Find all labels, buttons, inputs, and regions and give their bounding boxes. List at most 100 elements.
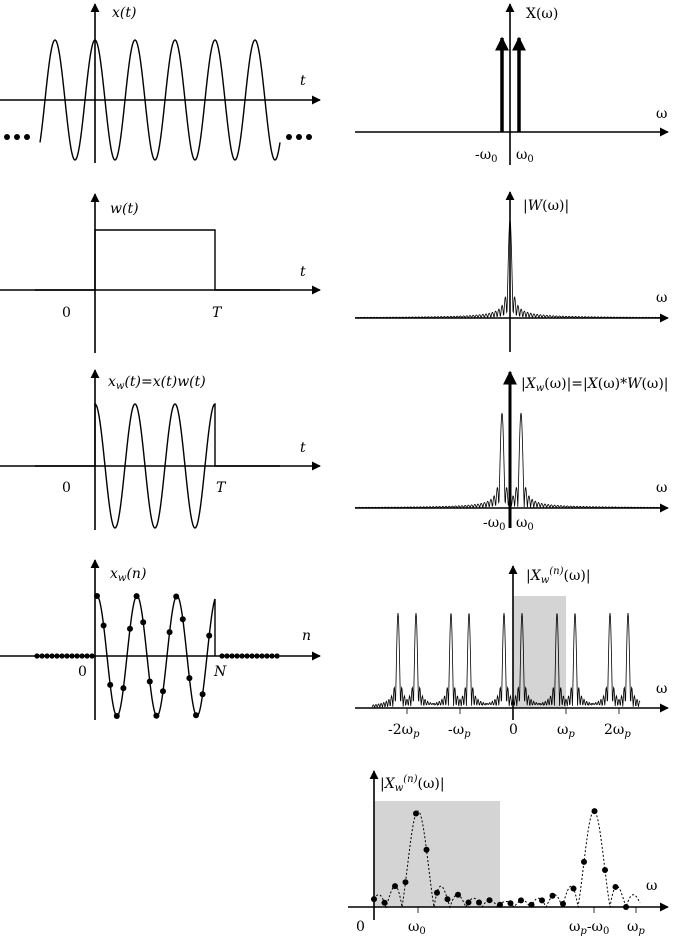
tick-2-omega-p: 2ωp	[604, 722, 631, 740]
sample-dot	[219, 653, 225, 659]
sample-dot	[206, 632, 213, 639]
sample-dot	[146, 678, 153, 685]
panel-xw-t: xw(t)=x(t)w(t) t 0 T	[0, 369, 321, 530]
sample-dot	[84, 653, 90, 659]
sample-dot	[254, 653, 260, 659]
sample-dot	[612, 883, 619, 890]
tick-zero: 0	[78, 664, 87, 680]
panel-w-t: w(t) t 0 T	[0, 193, 321, 353]
sample-dot	[581, 858, 587, 865]
sample-dot	[133, 593, 140, 600]
shifted-sinc-curve	[354, 412, 662, 510]
sample-dot	[74, 653, 80, 659]
sample-dot	[249, 653, 255, 659]
sample-dot	[623, 904, 629, 910]
windowed-cosine-curve	[35, 402, 280, 529]
panel-Xwn-omega-xlabel: ω	[656, 681, 667, 697]
panel-xw-t-ylabel: xw(t)=x(t)w(t)	[108, 374, 206, 392]
tick-marks	[417, 907, 637, 913]
panel-X-omega: X(ω) ω -ω0 ω0	[355, 3, 669, 165]
sample-dot	[34, 653, 40, 659]
tick-omega-p: ωp	[557, 722, 575, 740]
panel-X-omega-ylabel: X(ω)	[526, 6, 558, 22]
rectangular-window	[35, 229, 280, 291]
sample-dot	[549, 892, 556, 899]
spectrum-sample-dots	[371, 808, 629, 910]
sample-dot	[39, 653, 45, 659]
sample-dot	[49, 653, 55, 659]
sample-dot	[497, 901, 503, 908]
tick-marks	[406, 708, 620, 714]
panel-W-omega-xlabel: ω	[656, 290, 667, 306]
tick-neg-omega-p: -ωp	[448, 722, 471, 740]
sample-dot	[259, 653, 265, 659]
panel-X-omega-xlabel: ω	[656, 106, 667, 122]
sample-dot	[402, 879, 409, 886]
sample-dot	[140, 619, 147, 626]
sample-dot	[59, 653, 65, 659]
panel-xw-n-xlabel: n	[302, 628, 311, 644]
tick-zero: 0	[509, 722, 518, 738]
sample-dot	[179, 616, 186, 623]
sample-dot	[371, 896, 377, 903]
panel-x-t-xlabel: t	[300, 73, 306, 89]
panel-xw-n: xw(n) n 0 N	[0, 559, 321, 720]
tick-omega0: ω0	[408, 919, 426, 937]
panel-W-omega-ylabel: |W(ω)|	[523, 198, 569, 214]
sample-dot	[94, 593, 100, 599]
sample-dot	[434, 889, 440, 896]
sample-dots	[34, 593, 280, 719]
panel-Xw-omega-ylabel: |Xw(ω)|=|X(ω)*W(ω)|	[521, 376, 669, 394]
sample-dot	[79, 653, 85, 659]
sample-dot	[539, 897, 545, 904]
sample-dot	[476, 899, 482, 906]
sample-dot	[89, 653, 95, 659]
shaded-period-region	[374, 801, 500, 907]
cosine-curve	[39, 39, 281, 161]
sample-dot	[113, 712, 120, 719]
sinc-magnitude-curve	[354, 220, 662, 319]
sample-dot	[173, 593, 180, 600]
sample-dot	[54, 653, 60, 659]
sample-dot	[224, 653, 230, 659]
sample-dot	[193, 712, 199, 719]
tick-omega-p: ωp	[627, 919, 645, 937]
sample-dot	[199, 691, 206, 698]
sample-dot	[413, 810, 419, 817]
sample-dot	[274, 653, 280, 659]
sample-dot	[264, 653, 270, 659]
sample-dot	[69, 653, 75, 659]
ellipsis-left-icon	[4, 134, 30, 140]
sample-dot	[44, 653, 50, 659]
ellipsis-right-icon	[286, 134, 312, 140]
panel-zoom-ylabel: |Xw(n)(ω)|	[380, 774, 445, 794]
sample-dot	[186, 675, 193, 682]
tick-zero: 0	[62, 305, 71, 321]
sample-dot	[127, 625, 133, 632]
sample-dot	[64, 653, 70, 659]
tick-neg-omega0: -ω0	[483, 515, 506, 533]
sample-dot	[528, 901, 535, 908]
tick-N: N	[213, 664, 227, 680]
sample-dot	[518, 897, 524, 904]
sample-dot	[381, 899, 388, 906]
tick-pos-omega0: ω0	[516, 147, 534, 165]
panel-W-omega: |W(ω)| ω	[354, 191, 669, 352]
sample-dot	[120, 685, 127, 692]
sample-dot	[423, 846, 430, 853]
tick-zero: 0	[356, 919, 365, 935]
panel-Xw-omega-xlabel: ω	[656, 480, 667, 496]
sample-dot	[570, 885, 577, 892]
sample-dot	[465, 899, 472, 906]
tick-T: T	[216, 480, 227, 496]
periodic-spectrum-curve	[371, 612, 641, 709]
tick-pos-omega0: ω0	[516, 515, 534, 533]
panel-xw-t-xlabel: t	[300, 440, 306, 456]
sample-dot	[166, 629, 173, 636]
sample-dot	[392, 883, 398, 890]
sample-dot	[239, 653, 245, 659]
sample-dot	[507, 900, 514, 907]
sample-dot	[269, 653, 275, 659]
tick-neg-2-omega-p: -2ωp	[388, 722, 420, 740]
